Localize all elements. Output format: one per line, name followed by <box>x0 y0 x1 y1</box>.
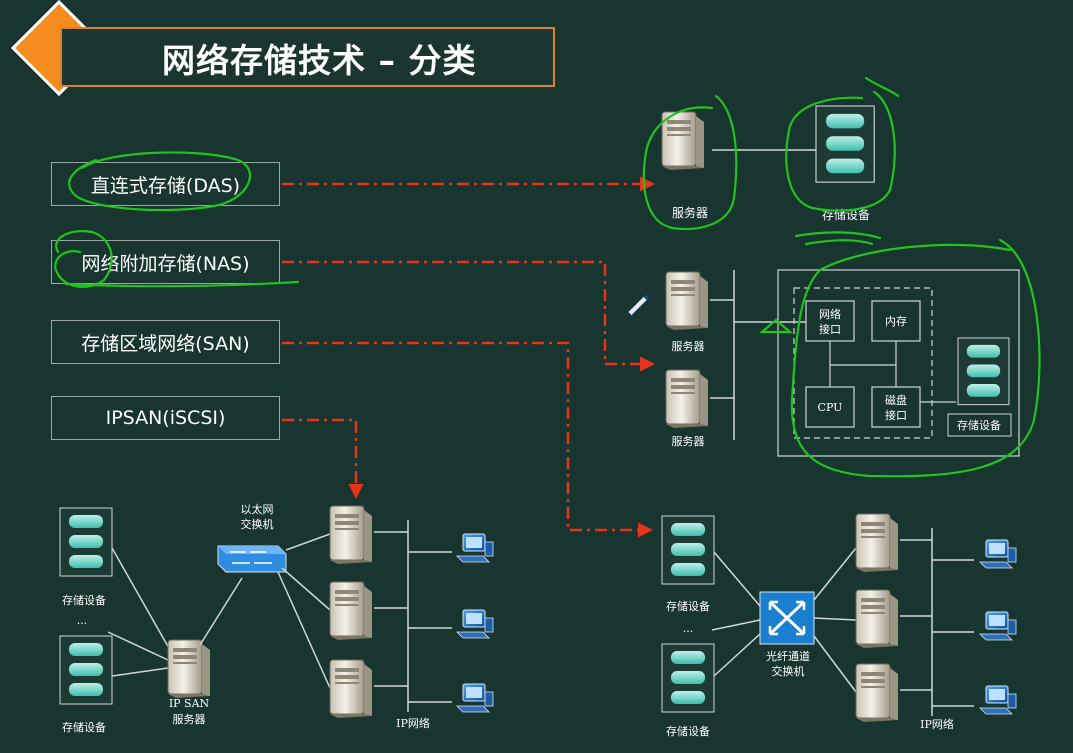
ipsan-pc-icon-3 <box>456 683 494 713</box>
nas-server-icon-2 <box>665 369 709 429</box>
ipsan-storage-label-2: 存储设备 <box>62 720 106 734</box>
san-host-server-icon-1 <box>855 513 899 573</box>
das-server-label: 服务器 <box>672 205 708 220</box>
pen-cursor-icon <box>627 293 650 317</box>
annotation-das-storage-circle <box>785 90 896 212</box>
annotation-nas-underline <box>64 280 300 288</box>
ethernet-switch-label-line1: 以太网 <box>241 503 274 516</box>
ipsan-section: 存储设备 存储设备 ... IP SAN 服务器 以太网 交换机 <box>59 418 494 734</box>
ipsan-host-server-icon-3 <box>329 659 373 719</box>
category-das: 直连式存储(DAS) <box>51 162 280 206</box>
san-network-label: IP网络 <box>920 717 954 731</box>
san-pc-icon-2 <box>979 611 1017 641</box>
san-pc-icon-3 <box>979 685 1017 715</box>
fc-switch-label-line2: 交换机 <box>772 664 805 678</box>
ipsan-host-server-icon-1 <box>329 505 373 565</box>
das-server-icon <box>661 111 705 171</box>
san-host-server-icon-3 <box>855 663 899 723</box>
ipsan-ellipsis: ... <box>77 614 88 627</box>
nas-network-interface-line1: 网络 <box>819 307 841 321</box>
ipsan-arrow <box>282 418 364 499</box>
nas-network-interface-line2: 接口 <box>819 323 841 336</box>
nas-arrow <box>282 260 655 372</box>
san-arrow <box>282 341 653 538</box>
nas-section: 服务器 服务器 网络 接口 内存 CPU 磁盘 接口 存储设备 <box>282 260 1020 457</box>
ipsan-pc-icon-1 <box>456 533 494 563</box>
nas-disk-interface-line2: 接口 <box>885 409 907 422</box>
page-title: 网络存储技术 – 分类 <box>162 41 477 80</box>
ipsan-server-label-line2: 服务器 <box>173 713 206 726</box>
ethernet-switch-label-line2: 交换机 <box>241 517 274 531</box>
nas-server-label-1: 服务器 <box>672 340 705 353</box>
san-storage-label-2: 存储设备 <box>666 724 710 738</box>
san-storage-label-1: 存储设备 <box>666 599 710 613</box>
ipsan-server-icon <box>167 639 211 699</box>
title-banner <box>60 27 555 87</box>
san-storage-icon-1 <box>661 515 715 585</box>
annotation-das-underline <box>794 231 882 240</box>
san-storage-icon-2 <box>661 643 715 713</box>
san-section: 存储设备 存储设备 ... 光纤通道 交换机 IP网络 <box>661 513 1017 738</box>
ipsan-pc-icon-2 <box>456 609 494 639</box>
san-pc-icon-1 <box>979 539 1017 569</box>
fc-switch-label-line1: 光纤通道 <box>766 649 810 663</box>
nas-device-box <box>777 269 1020 457</box>
das-storage-icon <box>815 105 875 183</box>
nas-storage-label: 存储设备 <box>957 418 1001 432</box>
san-host-server-icon-2 <box>855 589 899 649</box>
green-annotations <box>54 76 1041 478</box>
category-ipsan: IPSAN(iSCSI) <box>51 396 280 440</box>
nas-cpu-label: CPU <box>818 401 843 414</box>
fc-switch-icon <box>759 591 815 645</box>
ipsan-storage-icon-2 <box>59 635 113 705</box>
ipsan-network-label: IP网络 <box>396 716 430 730</box>
annotation-das-circle <box>68 151 251 212</box>
annotation-nas-circle <box>54 230 113 288</box>
nas-storage-icon <box>957 337 1010 406</box>
nas-server-label-2: 服务器 <box>672 435 705 448</box>
ipsan-storage-icon-1 <box>59 507 113 577</box>
nas-disk-interface-line1: 磁盘 <box>885 393 907 407</box>
ipsan-host-server-icon-2 <box>329 581 373 641</box>
annotation-das-server-circle <box>642 94 738 231</box>
ipsan-server-label-line1: IP SAN <box>169 697 210 710</box>
nas-server-icon-1 <box>665 271 709 331</box>
san-ellipsis: ... <box>683 622 694 635</box>
ethernet-switch-icon <box>217 545 287 573</box>
annotation-nas-device-circle <box>790 238 1041 478</box>
ipsan-storage-label-1: 存储设备 <box>62 593 106 607</box>
category-nas: 网络附加存储(NAS) <box>51 240 280 284</box>
nas-memory-label: 内存 <box>885 314 907 328</box>
category-san: 存储区域网络(SAN) <box>51 320 280 364</box>
